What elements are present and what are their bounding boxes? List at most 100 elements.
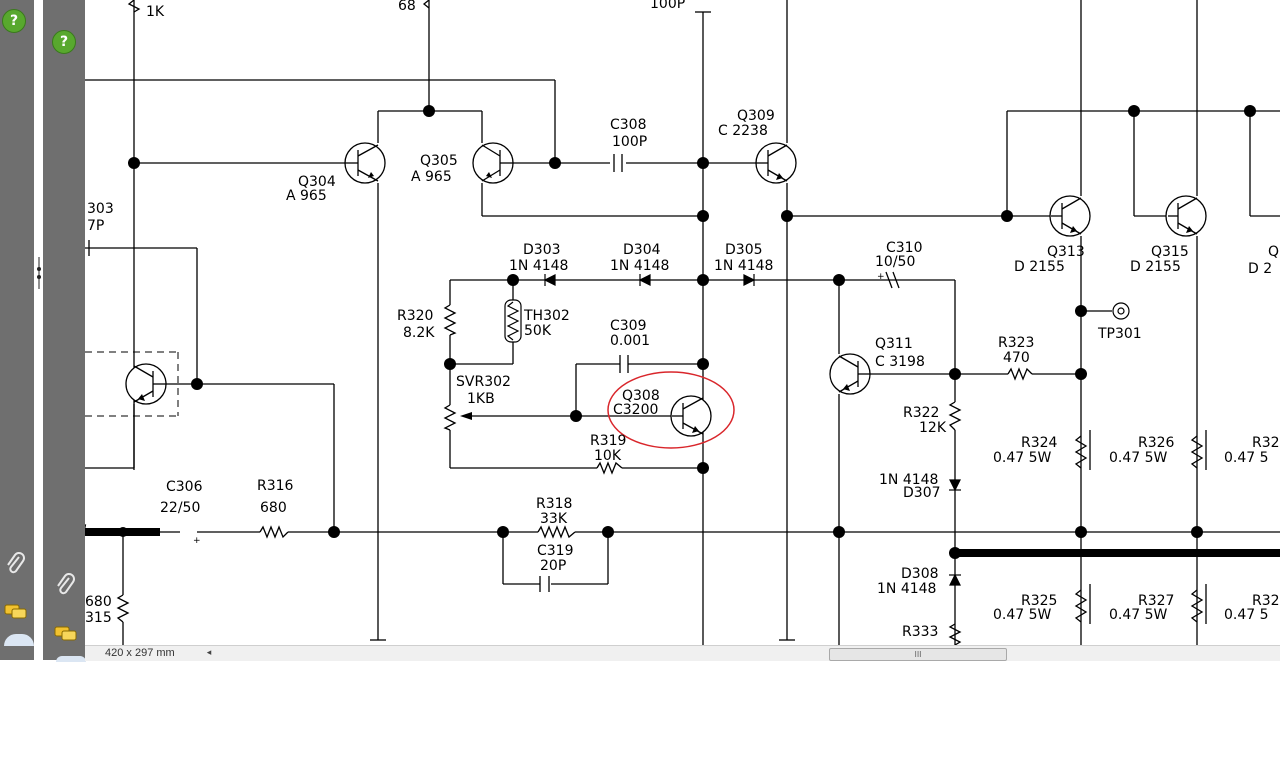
wires [85, 0, 1280, 645]
transistors [125, 142, 1207, 437]
q305-name: Q305 [420, 153, 458, 169]
c306-value: 22/50 [160, 500, 200, 516]
r327-name: R327 [1138, 593, 1174, 609]
rail-gap [34, 0, 43, 645]
r316-name: R316 [257, 478, 294, 494]
help-icon-secondary[interactable]: ? [52, 30, 76, 54]
q309-name: Q309 [737, 108, 775, 124]
r326-name: R326 [1138, 435, 1175, 451]
scroll-left-arrow-icon[interactable]: ◂ [206, 648, 212, 658]
thermistor-th302 [504, 299, 522, 343]
r325-value: 0.47 5W [993, 607, 1052, 623]
q308-part: C3200 [613, 402, 658, 418]
c308-name: C308 [610, 117, 647, 133]
q304-name: Q304 [298, 174, 336, 190]
c308-value: 100P [612, 134, 647, 150]
dashed-frame [85, 351, 179, 417]
r32y-value: 0.47 5 [1224, 607, 1269, 623]
avatar[interactable] [4, 634, 34, 646]
r323-name: R323 [998, 335, 1034, 351]
d308-part: 1N 4148 [877, 581, 936, 597]
r322-value: 12K [919, 420, 947, 436]
r326-value: 0.47 5W [1109, 450, 1168, 466]
panel-resize-handle[interactable] [33, 255, 43, 291]
q-right-name: Q [1268, 244, 1279, 260]
th302-value: 50K [524, 323, 552, 339]
r316-value: 680 [260, 500, 287, 516]
svr302-name: SVR302 [456, 374, 511, 390]
r333-name: R333 [902, 624, 938, 640]
test-point-tp301 [1112, 302, 1130, 320]
d304-part: 1N 4148 [610, 258, 669, 274]
r319-name: R319 [590, 433, 626, 449]
r308-value: 1K [146, 4, 165, 20]
c303-name: 303 [87, 201, 114, 217]
th302-name: TH302 [523, 308, 570, 324]
component-labels: 1K 68 100P Q304 A 965 Q305 A 965 C308 10… [85, 0, 1280, 640]
d307-name: D307 [903, 485, 941, 501]
diodes [543, 274, 961, 586]
comments-icon-secondary[interactable] [54, 625, 78, 647]
q311-name: Q311 [875, 336, 913, 352]
scroll-thumb[interactable]: III [829, 648, 1007, 661]
r324-name: R324 [1021, 435, 1058, 451]
c310-name: C310 [886, 240, 923, 256]
r327-value: 0.47 5W [1109, 607, 1168, 623]
q-right-part: D 2 [1248, 261, 1272, 277]
svg-text:+: + [877, 272, 885, 282]
highlight-ellipse-q308 [607, 371, 735, 449]
d305-part: 1N 4148 [714, 258, 773, 274]
left-tool-rail [0, 0, 34, 660]
r319-value: 10K [594, 448, 622, 464]
q309-part: C 2238 [718, 123, 768, 139]
q315-part: D 2155 [1130, 259, 1181, 275]
label-100p-top: 100P [650, 0, 685, 12]
electrolytic-caps [85, 271, 900, 540]
r318-name: R318 [536, 496, 572, 512]
r322-name: R322 [903, 405, 939, 421]
q304-part: A 965 [286, 188, 327, 204]
paperclip-icon-secondary[interactable] [54, 572, 76, 601]
svr302-value: 1KB [467, 391, 495, 407]
tp301-label: TP301 [1097, 326, 1142, 342]
paperclip-icon[interactable] [4, 551, 26, 580]
svg-text:+: + [193, 536, 201, 546]
c319-name: C319 [537, 543, 574, 559]
resistors [116, 0, 1207, 645]
d303-part: 1N 4148 [509, 258, 568, 274]
q305-part: A 965 [411, 169, 452, 185]
r320-value: 8.2K [403, 325, 435, 341]
bl-315: 315 [85, 610, 112, 626]
r32x-name: R32 [1252, 435, 1280, 451]
c309-value: 0.001 [610, 333, 650, 349]
c319-value: 20P [540, 558, 566, 574]
c306-name: C306 [166, 479, 203, 495]
r320-name: R320 [397, 308, 433, 324]
q313-part: D 2155 [1014, 259, 1065, 275]
r32y-name: R32 [1252, 593, 1280, 609]
r318-value: 33K [540, 511, 568, 527]
r323-value: 470 [1003, 350, 1030, 366]
q315-name: Q315 [1151, 244, 1189, 260]
attachments-rail [43, 0, 85, 660]
r325-name: R325 [1021, 593, 1057, 609]
c310-value: 10/50 [875, 254, 915, 270]
svr302-wiper-arrow [460, 412, 472, 420]
d308-name: D308 [901, 566, 939, 582]
q308-name: Q308 [622, 388, 660, 404]
help-icon[interactable]: ? [2, 9, 26, 33]
c309-name: C309 [610, 318, 647, 334]
q313-name: Q313 [1047, 244, 1085, 260]
schematic-canvas[interactable]: + + [85, 0, 1280, 645]
status-bar: 420 x 297 mm ◂ III [85, 645, 1280, 661]
d305-name: D305 [725, 242, 763, 258]
junction-dots [118, 105, 1256, 559]
schematic-svg: + + [85, 0, 1280, 645]
horizontal-scrollbar[interactable]: ◂ III [203, 646, 1280, 661]
d303-name: D303 [523, 242, 561, 258]
page-size-label: 420 x 297 mm [105, 647, 175, 659]
avatar-secondary[interactable] [56, 656, 86, 662]
comments-icon[interactable] [4, 603, 28, 625]
q311-part: C 3198 [875, 354, 925, 370]
r324-value: 0.47 5W [993, 450, 1052, 466]
